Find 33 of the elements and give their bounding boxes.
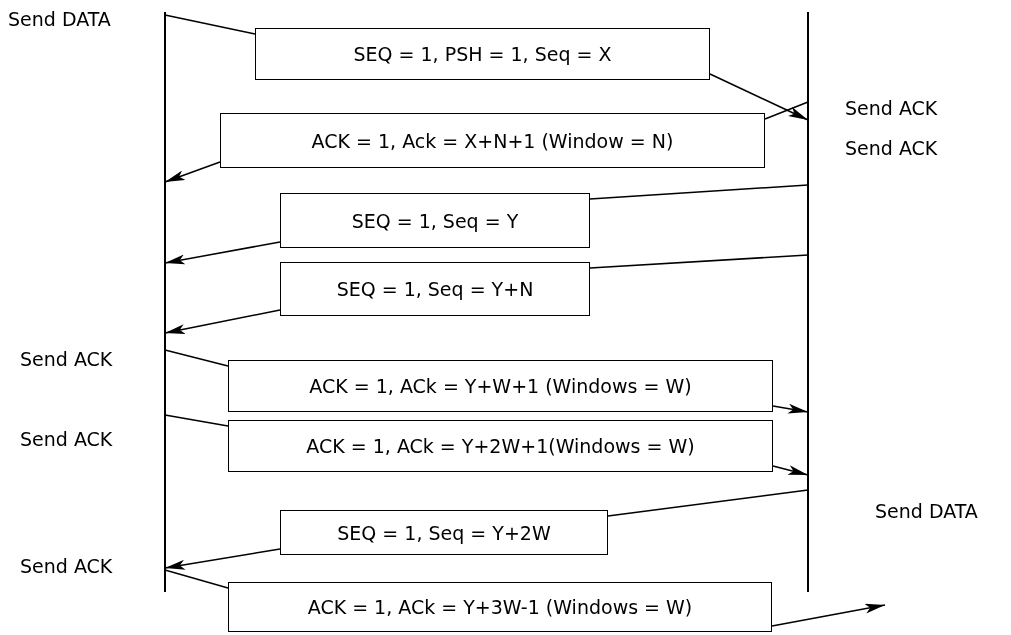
arrow: [164, 241, 281, 265]
message-box: SEQ = 1, Seq = Y+N: [280, 262, 590, 316]
arrow: [772, 403, 809, 414]
message-box: ACK = 1, ACk = Y+3W-1 (Windows = W): [228, 582, 772, 632]
arrow: [771, 603, 886, 627]
connector-line: [589, 184, 809, 200]
arrow: [164, 548, 281, 570]
lifeline: [807, 12, 809, 592]
connector-line: [164, 14, 256, 35]
arrow: [164, 161, 221, 183]
arrow: [772, 465, 809, 476]
arrow: [164, 309, 281, 334]
connector-line: [764, 101, 809, 120]
event-label: Send ACK: [20, 348, 113, 370]
connector-line: [607, 489, 809, 517]
event-label: Send ACK: [845, 97, 938, 119]
lifeline: [164, 12, 166, 592]
message-box: ACK = 1, Ack = X+N+1 (Window = N): [220, 113, 765, 168]
event-label: Send ACK: [20, 428, 113, 450]
event-label: Send DATA: [8, 8, 111, 30]
arrow: [709, 73, 809, 121]
message-box: SEQ = 1, Seq = Y+2W: [280, 510, 608, 555]
message-box: SEQ = 1, PSH = 1, Seq = X: [255, 28, 710, 80]
connector-line: [164, 569, 229, 589]
event-label: Send DATA: [875, 500, 978, 522]
connector-line: [589, 254, 809, 269]
connector-line: [164, 349, 229, 367]
event-label: Send ACK: [845, 137, 938, 159]
event-label: Send ACK: [20, 555, 113, 577]
message-box: ACK = 1, ACk = Y+W+1 (Windows = W): [228, 360, 773, 412]
message-box: ACK = 1, ACk = Y+2W+1(Windows = W): [228, 420, 773, 472]
connector-line: [164, 414, 229, 427]
message-box: SEQ = 1, Seq = Y: [280, 193, 590, 248]
